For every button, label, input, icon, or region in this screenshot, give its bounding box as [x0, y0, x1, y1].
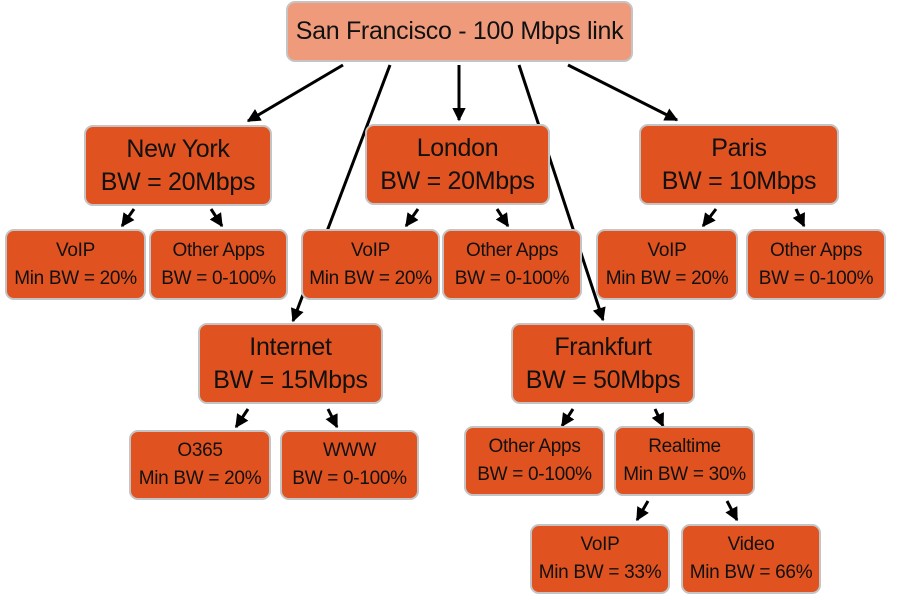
arrow-london-to-voip	[404, 208, 420, 228]
paris-other-apps-name: Other Apps	[769, 239, 863, 261]
new-york-other-apps-bw: BW = 0-100%	[161, 267, 276, 289]
frankfurt-realtime-name: Realtime	[648, 436, 721, 457]
realtime-video-bw: Min BW = 66%	[689, 562, 813, 583]
frankfurt-other-apps-name: Other Apps	[488, 436, 581, 457]
internet-o365-node: O365 Min BW = 20%	[129, 430, 271, 500]
paris-voip-node: VoIP Min BW = 20%	[596, 229, 738, 300]
london-other-apps-bw: BW = 0-100%	[454, 267, 570, 289]
new-york-voip-bw: Min BW = 20%	[14, 267, 137, 289]
arrow-internet-to-o365	[234, 408, 250, 429]
london-other-apps-name: Other Apps	[465, 239, 559, 261]
new-york-voip-name: VoIP	[56, 239, 95, 261]
frankfurt-other-apps-node: Other Apps BW = 0-100%	[464, 426, 605, 496]
new-york-voip-node: VoIP Min BW = 20%	[5, 229, 146, 300]
paris-name: Paris	[711, 133, 767, 162]
frankfurt-node: Frankfurt BW = 50Mbps	[511, 323, 695, 404]
arrow-internet-to-www	[325, 408, 339, 429]
frankfurt-realtime-bw: Min BW = 30%	[623, 464, 746, 485]
realtime-voip-name: VoIP	[580, 534, 620, 555]
london-voip-bw: Min BW = 20%	[309, 267, 432, 289]
arrow-london-to-other-apps	[495, 208, 510, 228]
paris-bw: BW = 10Mbps	[661, 166, 817, 195]
realtime-video-node: Video Min BW = 66%	[681, 524, 821, 594]
paris-node: Paris BW = 10Mbps	[639, 124, 839, 205]
london-node: London BW = 20Mbps	[365, 124, 550, 205]
paris-voip-name: VoIP	[647, 239, 687, 261]
arrow-paris-to-other-apps	[792, 208, 806, 228]
new-york-other-apps-name: Other Apps	[172, 239, 265, 261]
arrow-frankfurt-to-other-apps	[560, 408, 575, 428]
realtime-voip-node: VoIP Min BW = 33%	[530, 524, 670, 594]
arrow-frankfurt-to-realtime	[651, 408, 665, 428]
new-york-name: New York	[126, 134, 230, 163]
internet-www-name: WWW	[323, 440, 376, 461]
london-bw: BW = 20Mbps	[380, 166, 535, 195]
root-label: San Francisco - 100 Mbps link	[295, 17, 624, 45]
arrow-paris-to-voip	[701, 208, 718, 228]
london-voip-node: VoIP Min BW = 20%	[301, 229, 440, 300]
london-voip-name: VoIP	[351, 239, 390, 261]
london-name: London	[416, 133, 499, 162]
internet-o365-bw: Min BW = 20%	[138, 468, 262, 489]
internet-www-bw: BW = 0-100%	[292, 468, 407, 489]
frankfurt-realtime-node: Realtime Min BW = 30%	[614, 426, 755, 496]
internet-www-node: WWW BW = 0-100%	[280, 430, 419, 500]
paris-other-apps-bw: BW = 0-100%	[758, 267, 874, 289]
paris-other-apps-node: Other Apps BW = 0-100%	[746, 229, 886, 300]
arrow-new-york-to-voip	[120, 208, 136, 228]
arrow-realtime-to-video	[725, 500, 739, 522]
realtime-voip-bw: Min BW = 33%	[538, 562, 662, 583]
new-york-other-apps-node: Other Apps BW = 0-100%	[149, 229, 288, 300]
arrow-root-to-new-york	[246, 63, 344, 123]
frankfurt-bw: BW = 50Mbps	[525, 365, 681, 394]
frankfurt-name: Frankfurt	[554, 332, 652, 361]
frankfurt-other-apps-bw: BW = 0-100%	[477, 464, 592, 485]
root-node: San Francisco - 100 Mbps link	[286, 1, 633, 62]
arrow-root-to-paris	[567, 63, 679, 122]
internet-node: Internet BW = 15Mbps	[198, 323, 383, 404]
realtime-video-name: Video	[727, 534, 775, 555]
new-york-bw: BW = 20Mbps	[100, 167, 256, 196]
arrow-root-to-frankfurt	[517, 64, 606, 322]
arrow-new-york-to-other-apps	[209, 208, 224, 228]
internet-bw: BW = 15Mbps	[213, 365, 368, 394]
new-york-node: New York BW = 20Mbps	[84, 125, 272, 206]
internet-o365-name: O365	[177, 440, 223, 461]
arrow-realtime-to-voip	[635, 500, 650, 522]
internet-name: Internet	[249, 332, 332, 361]
london-other-apps-node: Other Apps BW = 0-100%	[442, 229, 582, 300]
paris-voip-bw: Min BW = 20%	[605, 267, 729, 289]
